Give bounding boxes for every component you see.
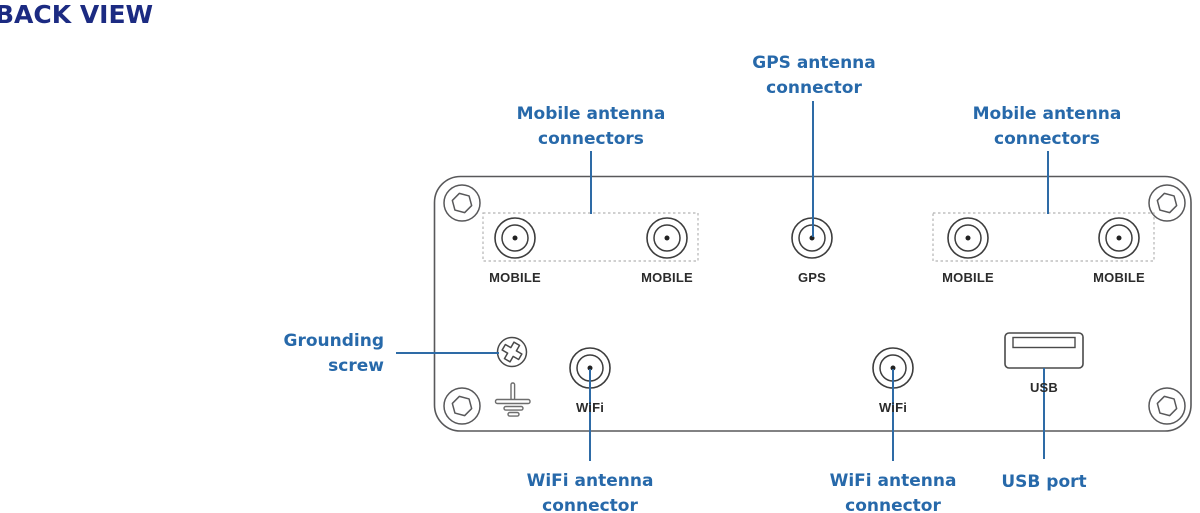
mobile-connectors-group-box-right — [932, 212, 1155, 262]
port-label-wifi: WiFi — [878, 400, 908, 415]
annotation-line: connector — [766, 77, 862, 98]
annotation-line: Mobile antenna — [516, 104, 666, 124]
annotation-line: connector — [845, 495, 941, 513]
annotation-line: GPS antenna — [752, 53, 876, 73]
port-label-wifi: WiFi — [575, 400, 605, 415]
mobile-antenna-connector-icon — [646, 217, 688, 259]
annotation-mobile-antenna-connectors-left: Mobile antenna connectors — [517, 102, 666, 151]
annotation-mobile-antenna-connectors-right: Mobile antenna connectors — [973, 102, 1122, 151]
corner-screw-icon — [1148, 387, 1186, 425]
annotation-line: connectors — [538, 128, 644, 149]
annotation-line: WiFi antenna — [829, 471, 957, 491]
ground-symbol-icon — [494, 382, 531, 417]
annotation-usb-port: USB port — [1001, 470, 1086, 495]
annotation-line: WiFi antenna — [526, 471, 654, 491]
mobile-antenna-connector-icon — [1098, 217, 1140, 259]
grounding-screw-icon — [496, 336, 528, 368]
annotation-gps-antenna-connector: GPS antenna connector — [752, 51, 875, 100]
annotation-line: screw — [328, 355, 384, 376]
page-title: BACK VIEW — [0, 0, 154, 29]
annotation-line: Mobile antenna — [972, 104, 1122, 124]
annotation-line: Grounding — [283, 331, 385, 351]
annotation-line: USB port — [1001, 472, 1087, 492]
corner-screw-icon — [1148, 184, 1186, 222]
mobile-antenna-connector-icon — [947, 217, 989, 259]
corner-screw-icon — [443, 387, 481, 425]
leader-lines — [396, 101, 1049, 461]
port-label-usb: USB — [1029, 380, 1059, 395]
port-label-gps: GPS — [797, 270, 827, 285]
annotation-wifi-antenna-connector-left: WiFi antenna connector — [527, 469, 654, 513]
annotation-grounding-screw: Grounding screw — [284, 329, 385, 378]
annotation-line: connector — [542, 495, 638, 513]
mobile-antenna-connector-icon — [494, 217, 536, 259]
port-label-mobile: MOBILE — [489, 270, 541, 285]
annotation-wifi-antenna-connector-right: WiFi antenna connector — [830, 469, 957, 513]
port-label-mobile: MOBILE — [942, 270, 994, 285]
port-label-mobile: MOBILE — [641, 270, 693, 285]
annotation-line: connectors — [994, 128, 1100, 149]
port-label-mobile: MOBILE — [1093, 270, 1145, 285]
corner-screw-icon — [443, 184, 481, 222]
usb-port-icon — [1004, 332, 1084, 369]
